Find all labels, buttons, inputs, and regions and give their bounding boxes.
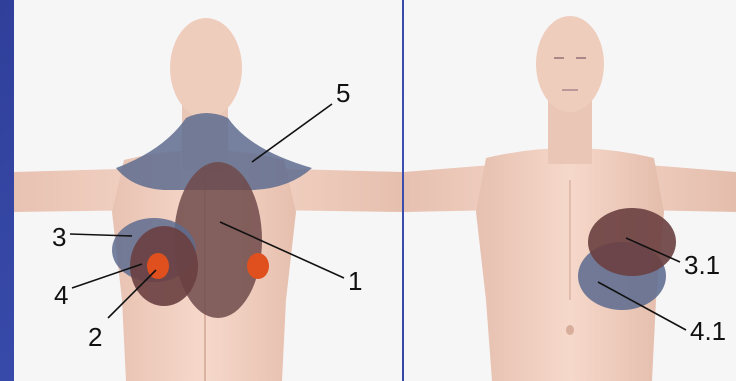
label-4-1: 4.1 — [690, 316, 726, 346]
label-3: 3 — [52, 222, 66, 252]
front-head — [536, 16, 604, 112]
label-2: 2 — [88, 322, 102, 352]
zone-2-region-right — [247, 253, 269, 279]
label-5: 5 — [336, 78, 350, 108]
label-4: 4 — [54, 280, 68, 310]
front-view-panel: 3.1 4.1 — [404, 0, 736, 381]
back-view-panel: 5 1 3 4 2 — [14, 0, 402, 381]
front-view-figure: 3.1 4.1 — [404, 0, 736, 381]
zone-3-1-region — [588, 208, 676, 276]
leader-line-5 — [252, 104, 332, 162]
label-3-1: 3.1 — [684, 250, 720, 280]
back-view-figure: 5 1 3 4 2 — [14, 0, 402, 381]
label-1: 1 — [348, 266, 362, 296]
back-head — [170, 18, 242, 118]
navel — [566, 325, 574, 335]
